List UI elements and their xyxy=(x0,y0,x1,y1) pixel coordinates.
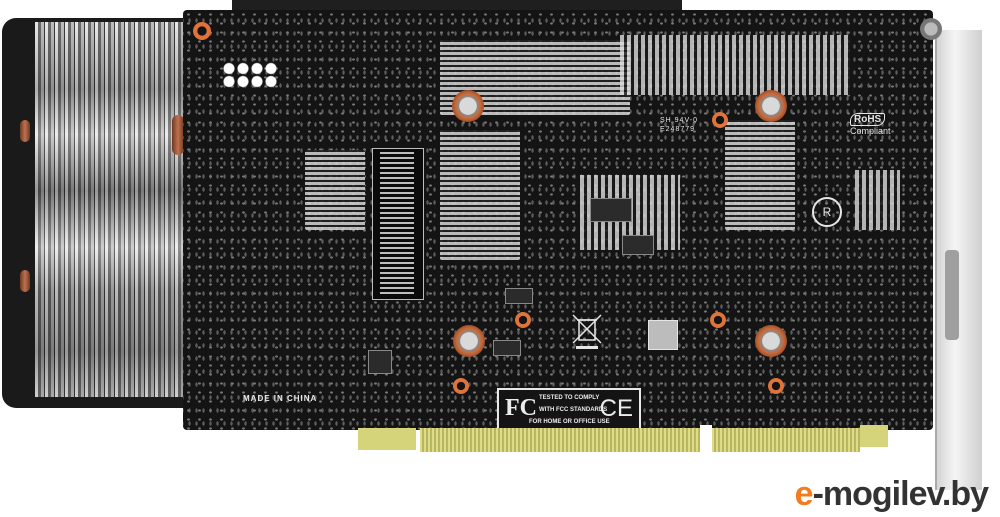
connector-pins xyxy=(380,152,414,294)
screw xyxy=(755,325,787,357)
ic-chip xyxy=(368,350,392,374)
ic-chip xyxy=(505,288,533,304)
rohs-sub: Compliant xyxy=(850,126,891,136)
pcie-key-notch xyxy=(700,425,712,455)
component-cluster xyxy=(855,170,900,230)
watermark: e-mogilev.by xyxy=(794,475,989,514)
heatpipe xyxy=(172,115,184,155)
mounting-hole xyxy=(515,312,531,328)
pcie-gold-fingers xyxy=(420,428,860,452)
heatpipe xyxy=(20,120,30,142)
ic-chip xyxy=(493,340,521,356)
component-cluster xyxy=(440,130,520,260)
recycle-mark-icon: R xyxy=(812,197,842,227)
heatsink-shading xyxy=(35,22,190,397)
ic-chip xyxy=(648,320,678,350)
fcc-line-3: FOR HOME OR OFFICE USE xyxy=(529,419,610,425)
fcc-line-1: TESTED TO COMPLY xyxy=(539,395,600,401)
ul-number-label: E248779 xyxy=(660,126,696,133)
mounting-hole xyxy=(193,22,211,40)
ic-chip xyxy=(590,198,632,222)
ic-chip xyxy=(622,235,654,255)
mounting-hole xyxy=(768,378,784,394)
heatpipe xyxy=(20,270,30,292)
watermark-text: -mogilev.by xyxy=(812,475,989,513)
screw xyxy=(453,325,485,357)
made-in-label: MADE IN CHINA xyxy=(243,394,318,403)
mounting-hole xyxy=(710,312,726,328)
component-cluster xyxy=(305,150,365,230)
rohs-label: RoHS xyxy=(850,113,886,126)
watermark-prefix: e xyxy=(794,475,814,513)
mounting-hole xyxy=(453,378,469,394)
fcc-logo: FC xyxy=(505,395,537,421)
ul-mark-label: SH 94V-0 xyxy=(660,117,698,124)
power-pads xyxy=(222,62,278,88)
vrm-components xyxy=(620,35,850,95)
screw xyxy=(755,90,787,122)
bracket-connector xyxy=(945,250,959,340)
fcc-line-2: WITH FCC STANDARDS xyxy=(539,407,608,413)
pcie-tab xyxy=(358,428,416,450)
crossed-bin-icon xyxy=(572,314,602,349)
ce-logo: CE xyxy=(599,395,633,422)
mounting-hole xyxy=(712,112,728,128)
pcie-tab xyxy=(860,425,888,447)
bracket-screw xyxy=(920,18,942,40)
rohs-logo: RoHS Compliant xyxy=(850,113,891,136)
heatsink-fins xyxy=(35,22,190,397)
component-cluster xyxy=(725,120,795,230)
screw xyxy=(452,90,484,122)
fcc-label: FC TESTED TO COMPLY WITH FCC STANDARDS F… xyxy=(497,388,641,432)
